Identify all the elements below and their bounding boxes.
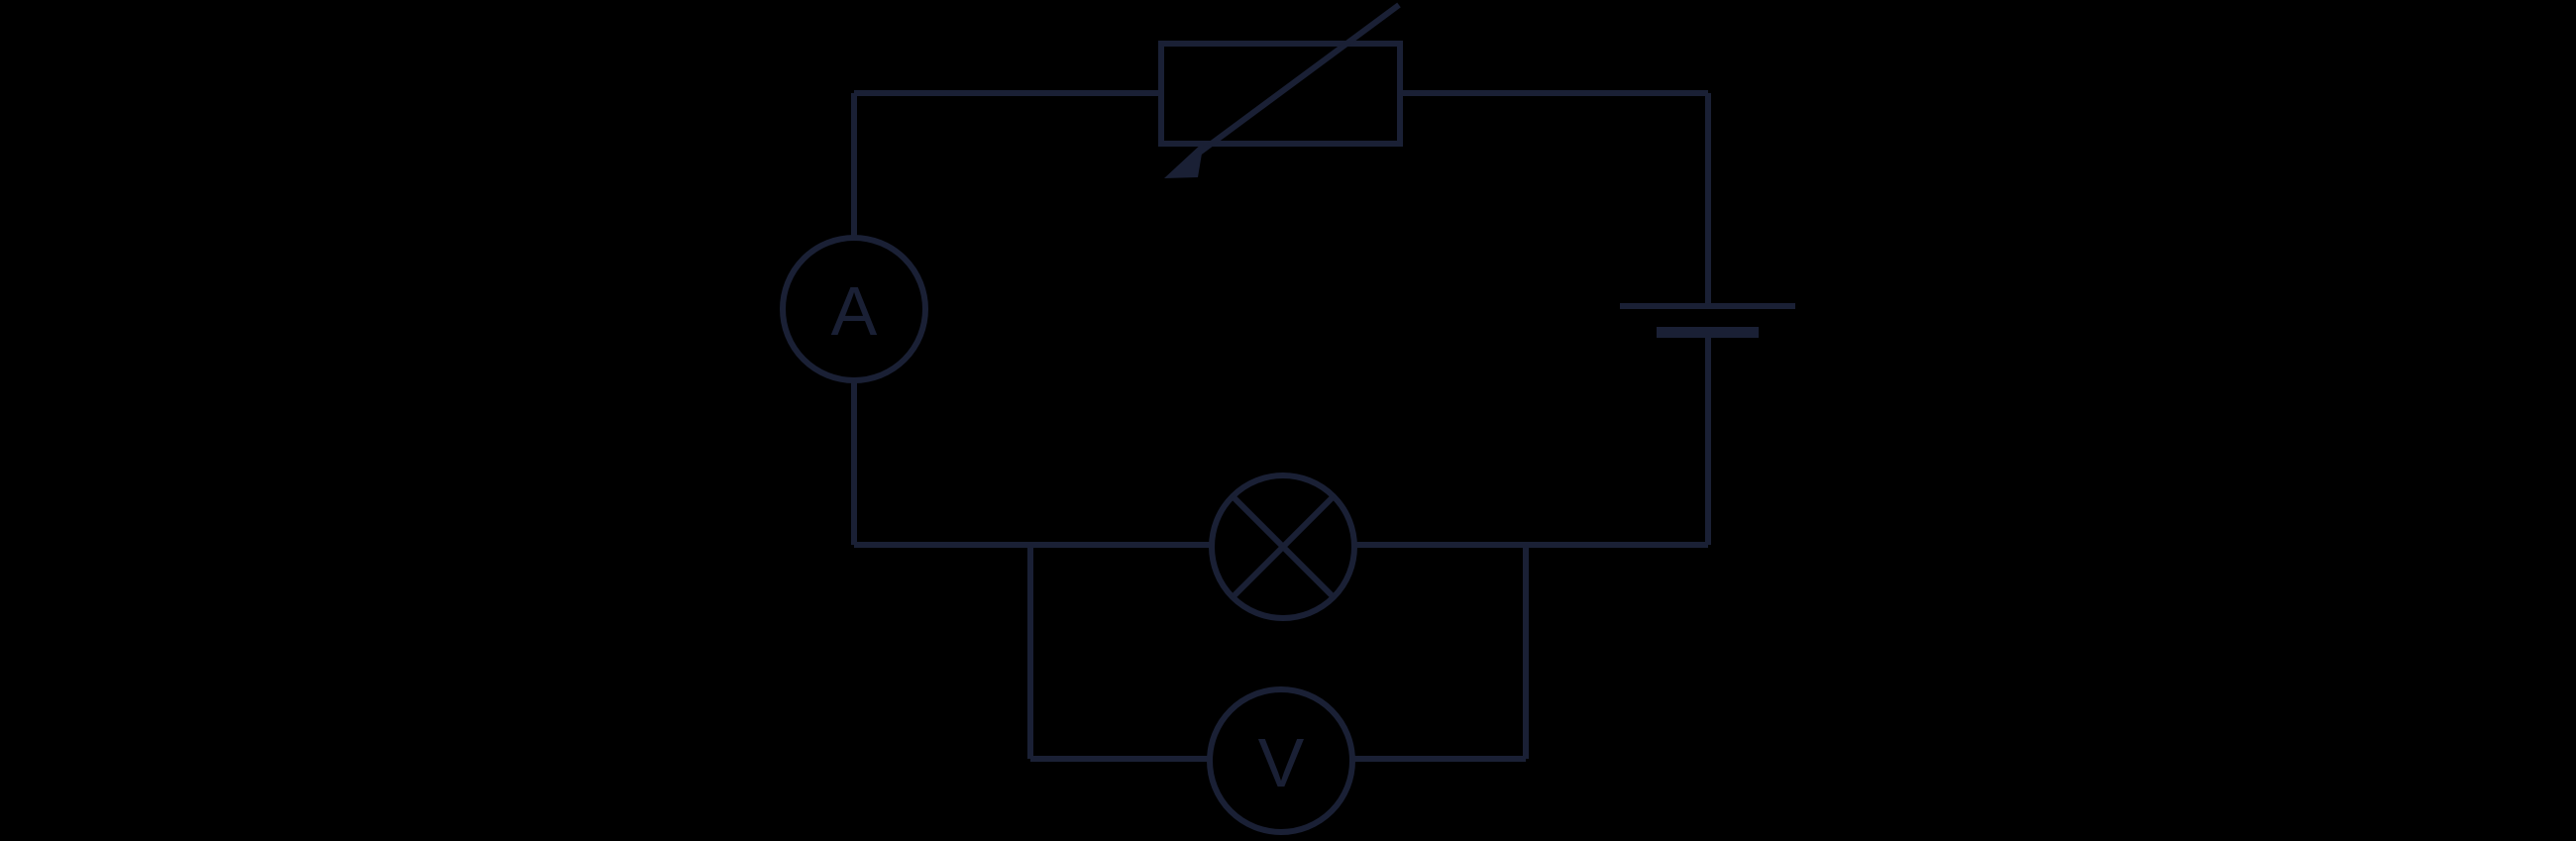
rheostat-arrow-head: [1164, 142, 1204, 178]
voltmeter-circle: [1207, 686, 1355, 835]
voltmeter[interactable]: V: [1207, 686, 1355, 835]
ammeter-circle: [780, 235, 928, 383]
ammeter[interactable]: A: [780, 235, 928, 383]
battery-negative-plate: [1657, 327, 1759, 338]
lamp-circle: [1209, 473, 1357, 621]
rheostat-arrow-shaft: [1184, 2, 1401, 165]
rheostat-body: [1158, 41, 1403, 147]
battery[interactable]: [1620, 303, 1795, 338]
lamp-cross-stroke-2: [1230, 493, 1337, 600]
variable-resistor[interactable]: [1158, 2, 1403, 178]
ammeter-label: A: [831, 272, 878, 350]
voltmeter-label: V: [1258, 724, 1305, 801]
lamp[interactable]: [1209, 473, 1357, 621]
